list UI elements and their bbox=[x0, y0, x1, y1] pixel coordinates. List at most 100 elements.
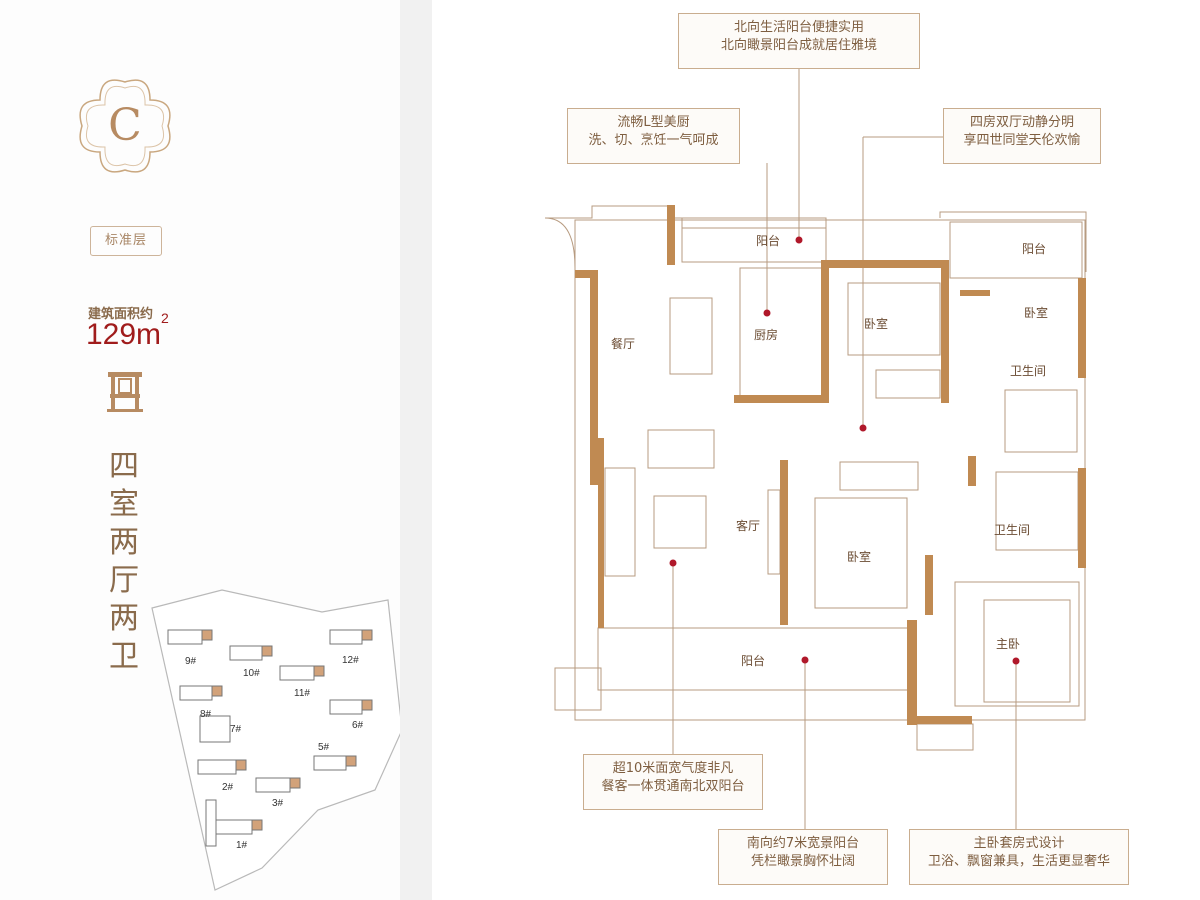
building-12 bbox=[329, 629, 373, 645]
note-south-balcony: 南向约7米宽景阳台凭栏瞰景胸怀壮阔 bbox=[718, 829, 888, 885]
outline-top-right bbox=[939, 211, 1087, 272]
building-label-5: 5# bbox=[318, 742, 330, 753]
building-label-6: 6# bbox=[352, 720, 364, 731]
outline-bedroom-3-bed bbox=[814, 497, 908, 609]
outline-entry bbox=[544, 217, 576, 269]
room-bath-2: 卫生间 bbox=[994, 523, 1031, 537]
marker-four-rooms bbox=[859, 424, 867, 432]
building-11 bbox=[279, 665, 325, 681]
site-plan: 9# 10# 11# 12# 8# 7# 6# 5# 2# 3# 1# bbox=[151, 589, 400, 891]
wall-master-top bbox=[925, 555, 933, 615]
outline-bedroom-1 bbox=[847, 282, 941, 356]
building-label-9: 9# bbox=[185, 656, 197, 667]
building-5 bbox=[313, 755, 357, 771]
unit-letter: C bbox=[108, 100, 142, 151]
wall-kitchen-right bbox=[821, 260, 829, 403]
wall-bath2-left bbox=[968, 456, 976, 486]
outline-bedroom-1-bed bbox=[875, 369, 941, 399]
building-label-11: 11# bbox=[294, 688, 310, 699]
marker-master bbox=[1012, 657, 1020, 665]
wall-bed1-right bbox=[941, 260, 949, 403]
building-6 bbox=[329, 699, 373, 715]
plan-outlines bbox=[544, 205, 1087, 751]
outline-master-bay bbox=[954, 581, 1080, 707]
wall-bed3-right bbox=[907, 620, 917, 725]
wall-west bbox=[590, 270, 598, 485]
badge-quatrefoil-inner bbox=[85, 85, 165, 167]
wall-east bbox=[1078, 278, 1086, 378]
wall-master-bottom bbox=[917, 716, 972, 724]
marker-living bbox=[669, 559, 677, 567]
note-master-suite: 主卧套房式设计卫浴、飘窗兼具，生活更显奢华 bbox=[909, 829, 1129, 885]
outline-wardrobe-3 bbox=[839, 461, 919, 491]
outline-kitchen bbox=[739, 267, 823, 399]
left-info-panel: C 标准层 建筑面积约 129m2 四 室 两 厅 两 卫 9# 10# bbox=[0, 0, 400, 900]
outline-north-balcony-2 bbox=[949, 221, 1083, 279]
panel-divider bbox=[400, 0, 432, 900]
building-10 bbox=[229, 645, 273, 661]
wall-bath1-top bbox=[960, 290, 990, 296]
plan-markers bbox=[669, 236, 1020, 665]
room-living: 客厅 bbox=[736, 519, 761, 533]
outline-sofa-top bbox=[647, 429, 715, 469]
building-label-2: 2# bbox=[222, 782, 234, 793]
building-label-12: 12# bbox=[342, 655, 359, 666]
wall-west-lower bbox=[598, 438, 604, 628]
building-1 bbox=[205, 799, 263, 847]
outline-master-bed bbox=[983, 599, 1071, 703]
building-7 bbox=[199, 715, 231, 743]
outline-north-balcony-1 bbox=[681, 217, 827, 263]
outline-south-balcony-ledge bbox=[554, 667, 602, 711]
building-2 bbox=[197, 759, 247, 775]
building-label-8: 8# bbox=[200, 709, 212, 720]
building-8 bbox=[179, 685, 223, 701]
room-balcony-south: 阳台 bbox=[741, 654, 766, 668]
note-north-balcony: 北向生活阳台便捷实用北向瞰景阳台成就居住雅境 bbox=[678, 13, 920, 69]
outline-master-balcony bbox=[916, 723, 974, 751]
room-master: 主卧 bbox=[996, 637, 1021, 651]
building-label-3: 3# bbox=[272, 798, 284, 809]
chair-icon bbox=[107, 372, 143, 412]
badge-quatrefoil bbox=[79, 79, 171, 173]
outline-bath-2 bbox=[995, 471, 1079, 551]
room-balcony-north-1: 阳台 bbox=[756, 234, 781, 248]
wall-west-upper bbox=[575, 270, 597, 278]
building-3 bbox=[255, 777, 301, 793]
outline-tv-cabinet bbox=[767, 489, 781, 575]
wall-east-lower bbox=[1078, 468, 1086, 568]
outline-dining-table bbox=[669, 297, 713, 375]
room-dining: 餐厅 bbox=[611, 337, 636, 351]
room-bedroom-2: 卧室 bbox=[1024, 306, 1049, 320]
area-label: 建筑面积约 bbox=[88, 307, 154, 322]
building-9 bbox=[167, 629, 213, 645]
leader-lines bbox=[672, 68, 1029, 829]
note-width: 超10米面宽气度非凡餐客一体贯通南北双阳台 bbox=[583, 754, 763, 810]
note-kitchen: 流畅L型美厨洗、切、烹饪一气呵成 bbox=[567, 108, 740, 164]
room-bedroom-3: 卧室 bbox=[847, 550, 872, 564]
note-four-rooms: 四房双厅动静分明享四世同堂天伦欢愉 bbox=[943, 108, 1101, 164]
wall-living-right bbox=[780, 460, 788, 625]
marker-north-balcony bbox=[795, 236, 803, 244]
building-label-1: 1# bbox=[236, 840, 248, 851]
building-label-10: 10# bbox=[243, 668, 260, 679]
marker-kitchen bbox=[763, 309, 771, 317]
building-label-7: 7# bbox=[230, 724, 242, 735]
plan-walls bbox=[575, 205, 1086, 725]
floor-type-tag: 标准层 bbox=[90, 226, 162, 256]
wall-kitchen-left bbox=[667, 205, 675, 265]
layout-title: 四 室 两 厅 两 卫 bbox=[109, 449, 139, 674]
room-kitchen: 厨房 bbox=[754, 328, 779, 342]
unit-badge bbox=[79, 79, 171, 173]
outline-top-left bbox=[545, 205, 827, 229]
room-bedroom-1: 卧室 bbox=[864, 317, 889, 331]
outline-bath-1 bbox=[1004, 389, 1078, 453]
room-bath-1: 卫生间 bbox=[1010, 364, 1047, 378]
wall-kitchen-bottom bbox=[734, 395, 828, 403]
area-value: 129m2 bbox=[86, 310, 169, 351]
outline-coffee-table bbox=[653, 495, 707, 549]
outline-sofa bbox=[604, 467, 636, 577]
marker-south-balcony bbox=[801, 656, 809, 664]
room-balcony-north-2: 阳台 bbox=[1022, 242, 1047, 256]
wall-bed1-top bbox=[829, 260, 949, 268]
